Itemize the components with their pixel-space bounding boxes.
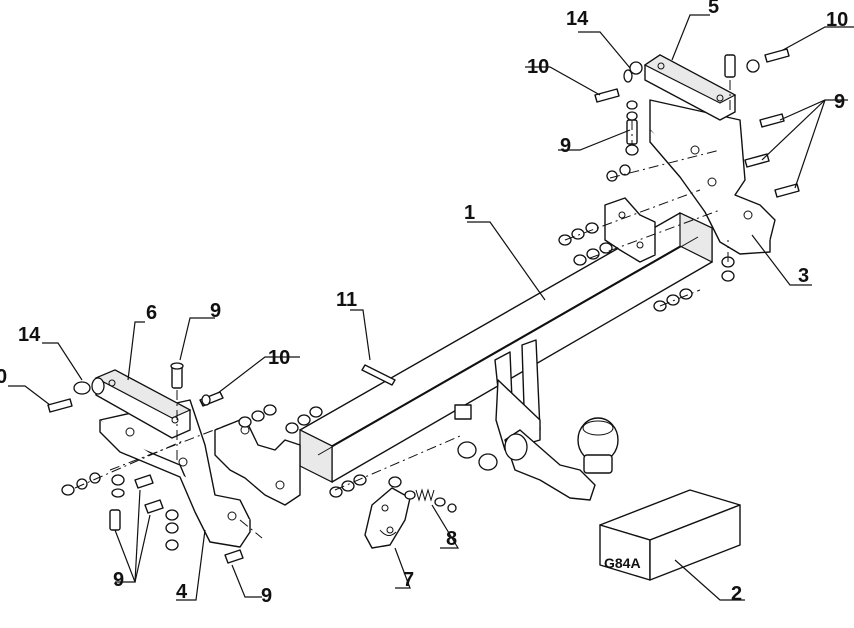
label-part-10-far-left: 0 bbox=[0, 366, 7, 388]
right-mount-plate bbox=[604, 197, 656, 263]
label-part-9-left-bottom: 9 bbox=[113, 569, 124, 591]
label-part-9-bottom: 9 bbox=[261, 585, 272, 607]
bolts bbox=[47, 48, 800, 564]
right-clamp-plate bbox=[643, 54, 737, 121]
left-side-bracket bbox=[99, 399, 251, 548]
label-part-9-right-vertical: 9 bbox=[560, 135, 571, 157]
label-part-10-right-left: 10 bbox=[527, 56, 549, 78]
box-code: G84A bbox=[604, 555, 641, 571]
right-side-bracket bbox=[649, 99, 776, 255]
label-part-14-left: 14 bbox=[18, 324, 41, 346]
label-part-3: 3 bbox=[798, 265, 809, 287]
label-part-10-right: 10 bbox=[826, 9, 848, 31]
label-part-9-right: 9 bbox=[834, 91, 845, 113]
electrical-kit-box: G84A bbox=[599, 489, 741, 581]
label-part-11: 11 bbox=[336, 289, 357, 311]
left-clamp-plate bbox=[94, 369, 192, 439]
label-part-4: 4 bbox=[176, 581, 188, 603]
label-part-2: 2 bbox=[731, 583, 742, 605]
tow-ball-assembly bbox=[454, 339, 619, 501]
label-part-10-left: 10 bbox=[268, 347, 290, 369]
label-part-8: 8 bbox=[446, 528, 457, 550]
part-labels: 1 2 3 4 5 6 7 8 9 9 9 9 9 10 10 10 0 11 … bbox=[0, 0, 848, 607]
label-part-7: 7 bbox=[403, 569, 414, 591]
label-part-9-left-top: 9 bbox=[210, 300, 221, 322]
assembly-axis-lines bbox=[74, 80, 731, 539]
label-part-14-right: 14 bbox=[566, 8, 589, 30]
left-mount-plate bbox=[214, 417, 301, 506]
spring-washers bbox=[404, 488, 457, 513]
label-part-5: 5 bbox=[708, 0, 719, 18]
label-part-6: 6 bbox=[146, 302, 157, 324]
socket-plate bbox=[364, 487, 411, 549]
label-part-1: 1 bbox=[464, 202, 475, 224]
leader-lines bbox=[8, 14, 854, 601]
